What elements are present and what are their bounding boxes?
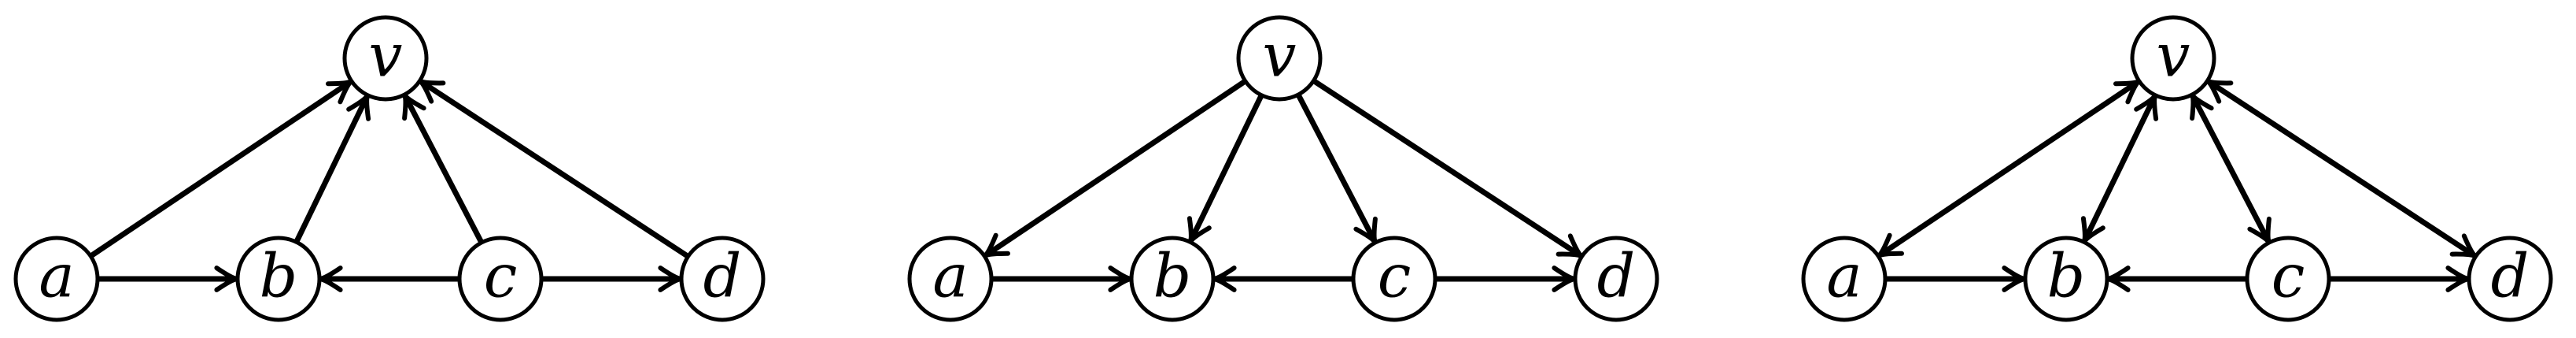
edge-layer	[87, 78, 691, 292]
node-a: a	[13, 236, 100, 322]
node-label-d: d	[1597, 241, 1636, 311]
node-label-a: a	[932, 241, 968, 311]
edge-line-v-b	[1187, 92, 1264, 245]
edge-c-d	[2326, 266, 2472, 292]
edge-line-b-v	[2081, 92, 2158, 245]
node-circle-c	[2245, 236, 2331, 322]
edge-line-v-d	[1311, 78, 1585, 259]
node-layer: v a b c d	[907, 15, 1659, 322]
edge-line-a-v	[87, 78, 355, 259]
edge-b-v	[293, 92, 371, 245]
node-circle-b	[1129, 236, 1216, 322]
edge-a-b	[1882, 266, 2028, 292]
edge-line-v-a	[981, 78, 1249, 259]
edge-line-c-v	[401, 91, 485, 246]
edge-d-v	[2205, 78, 2478, 259]
edge-c-b	[1210, 266, 1356, 292]
edge-b-v	[2080, 92, 2159, 245]
edge-c-d	[538, 266, 685, 292]
diagram-panel-1: v a b c d	[13, 15, 766, 322]
node-circle-d	[679, 236, 766, 322]
node-circle-c	[1351, 236, 1437, 322]
node-v: v	[2130, 15, 2216, 102]
node-circle-v	[2130, 15, 2216, 102]
node-b: b	[1129, 236, 1216, 322]
node-circle-v	[1236, 15, 1323, 102]
edge-line-d-v	[417, 78, 691, 259]
edge-line-a-v	[1875, 78, 2142, 259]
node-circle-a	[13, 236, 100, 322]
node-d: d	[1573, 236, 1659, 322]
node-circle-a	[1801, 236, 1888, 322]
node-label-b: b	[2047, 241, 2086, 311]
node-label-v: v	[369, 20, 403, 91]
node-layer: v a b c d	[1801, 15, 2553, 322]
edge-v-b	[1187, 92, 1264, 245]
diagram-panel-2: v a b c d	[907, 15, 1659, 322]
node-label-b: b	[260, 241, 298, 311]
node-d: d	[2467, 236, 2553, 322]
node-circle-b	[2023, 236, 2109, 322]
node-label-d: d	[703, 241, 742, 311]
node-v: v	[1236, 15, 1323, 102]
diagram-panel-3: v a b c d	[1801, 15, 2553, 322]
node-c: c	[1351, 236, 1437, 322]
node-layer: v a b c d	[13, 15, 766, 322]
node-label-v: v	[2157, 20, 2190, 91]
node-c: c	[2245, 236, 2331, 322]
node-label-a: a	[1826, 241, 1862, 311]
node-a: a	[1801, 236, 1888, 322]
node-circle-a	[907, 236, 994, 322]
edge-a-b	[988, 266, 1135, 292]
edge-line-v-c	[1295, 91, 1378, 246]
node-b: b	[235, 236, 322, 322]
node-label-v: v	[1263, 20, 1297, 91]
edge-line-b-v	[293, 92, 371, 245]
node-label-c: c	[1378, 241, 1412, 311]
node-d: d	[679, 236, 766, 322]
edge-layer	[981, 78, 1585, 292]
node-circle-d	[1573, 236, 1659, 322]
node-circle-v	[342, 15, 429, 102]
edge-v-d	[1311, 78, 1585, 259]
edge-c-d	[1432, 266, 1578, 292]
edge-c-b	[316, 266, 463, 292]
edge-a-v	[87, 78, 355, 259]
node-label-b: b	[1153, 241, 1192, 311]
node-circle-c	[457, 236, 544, 322]
edge-line-d-v	[2205, 78, 2478, 259]
node-circle-d	[2467, 236, 2553, 322]
edge-c-b	[2104, 266, 2250, 292]
node-v: v	[342, 15, 429, 102]
node-a: a	[907, 236, 994, 322]
edge-layer	[1875, 78, 2478, 292]
node-label-c: c	[484, 241, 518, 311]
edge-line-c-v	[2189, 91, 2272, 246]
node-label-a: a	[39, 241, 74, 311]
node-circle-b	[235, 236, 322, 322]
node-c: c	[457, 236, 544, 322]
edge-a-b	[94, 266, 241, 292]
node-label-d: d	[2491, 241, 2530, 311]
edge-d-v	[417, 78, 691, 259]
node-label-c: c	[2272, 241, 2305, 311]
node-b: b	[2023, 236, 2109, 322]
